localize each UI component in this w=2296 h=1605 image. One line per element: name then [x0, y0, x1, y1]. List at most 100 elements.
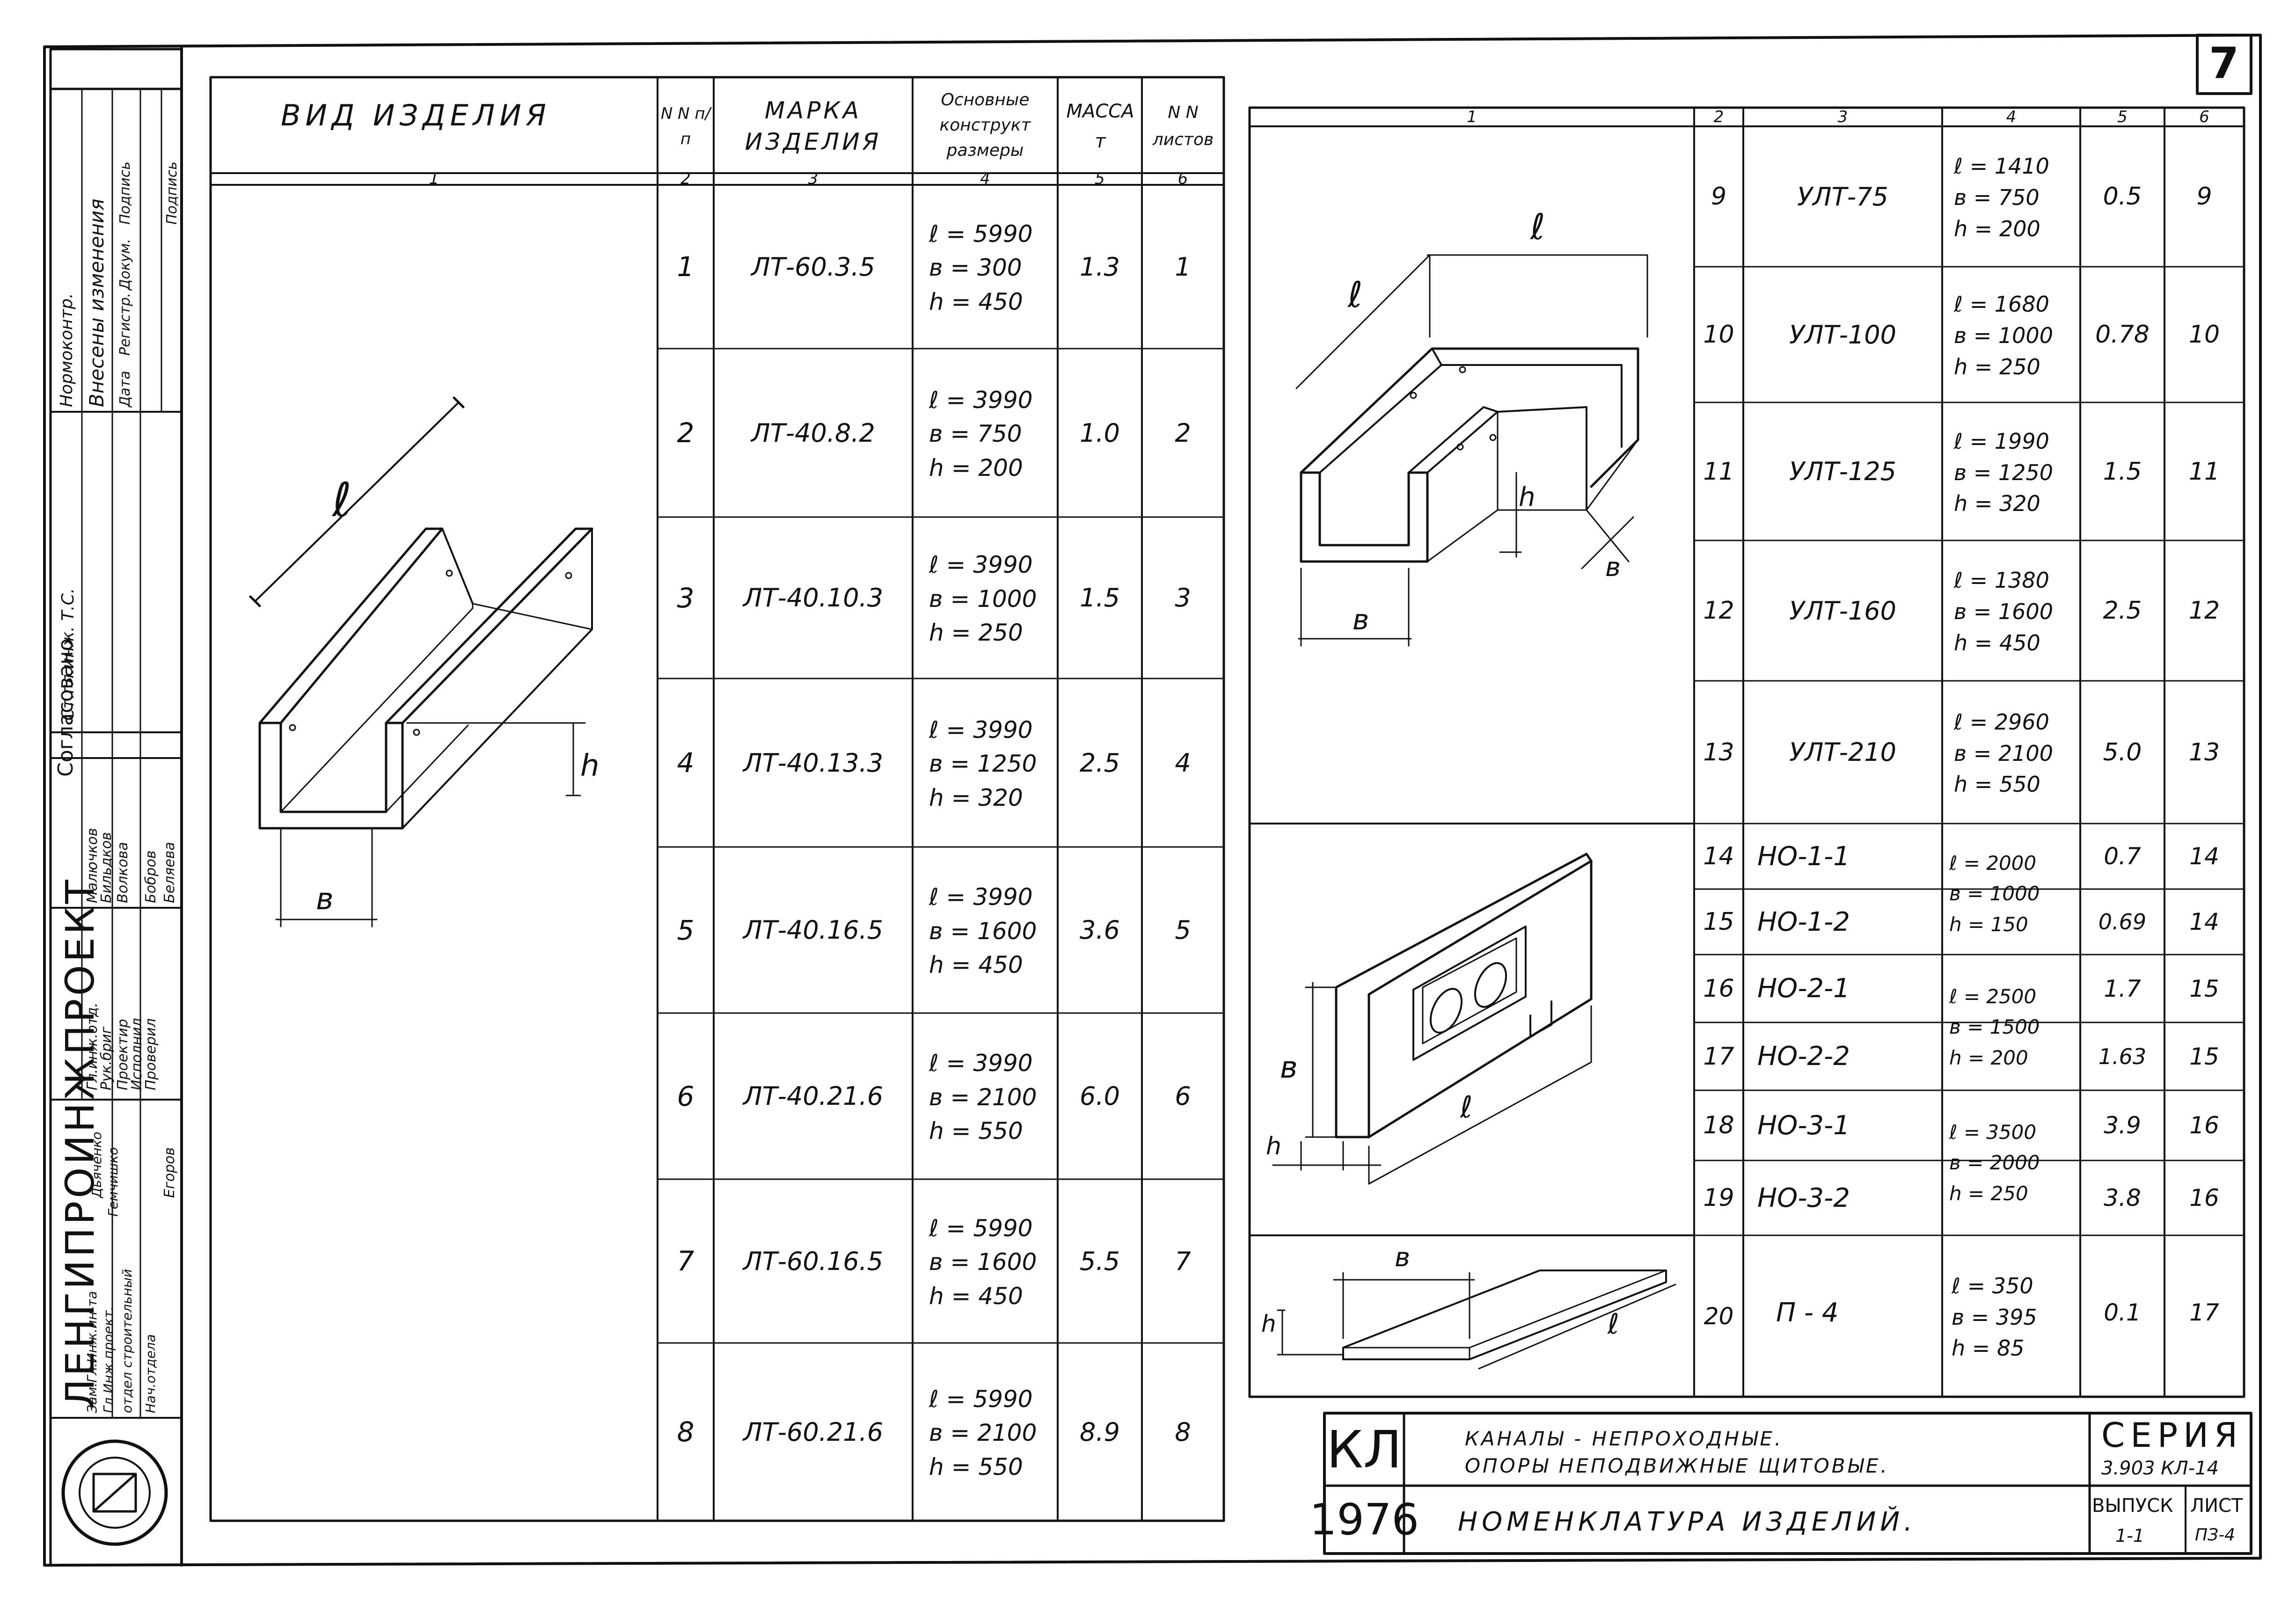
header-view: ВИД ИЗДЕЛИЯ — [281, 98, 551, 132]
row-dims: ℓ = 3990 в = 1600 h = 450 — [929, 849, 1037, 1013]
row-sheet: 4 — [1175, 748, 1191, 778]
title-line1: КАНАЛЫ - НЕПРОХОДНЫЕ. — [1465, 1427, 1784, 1450]
row-sheet: 15 — [2189, 1043, 2219, 1070]
row-mark: НО-1-2 — [1757, 906, 1850, 937]
colnum: 1 — [1467, 108, 1477, 126]
row-mass: 0.5 — [2103, 182, 2142, 211]
dim-b: в = 1600 — [929, 1248, 1037, 1276]
row-dims: ℓ = 1380 в = 1600 h = 450 — [1954, 543, 2053, 681]
dim-l: ℓ = 5990 — [929, 220, 1033, 248]
row-mass: 3.6 — [1080, 915, 1120, 945]
row-sheet: 5 — [1175, 915, 1191, 945]
header-mark: МАРКА ИЗДЕЛИЯ — [745, 96, 882, 156]
drawing-label-b: в — [1280, 1051, 1298, 1085]
row-num: 8 — [677, 1416, 695, 1448]
title-subtitle: НОМЕНКЛАТУРА ИЗДЕЛИЙ. — [1458, 1507, 1916, 1537]
drawing-label-b: в — [316, 882, 334, 917]
row-mass: 3.9 — [2104, 1112, 2141, 1139]
row-mass: 1.7 — [2104, 975, 2141, 1002]
series-value: 3.903 КЛ-14 — [2101, 1458, 2219, 1479]
row-sheet: 6 — [1175, 1081, 1191, 1111]
ho-dims-group-1: ℓ = 2000 в = 1000 h = 150 — [1949, 831, 2040, 957]
row-mark: П - 4 — [1776, 1297, 1839, 1328]
row-mass: 6.0 — [1080, 1081, 1120, 1111]
dim-h: h = 200 — [1949, 1046, 2028, 1069]
stamp-name: Бильдков — [98, 832, 115, 903]
row-num: 16 — [1703, 974, 1734, 1003]
stamp-name: Беляева — [161, 842, 178, 903]
row-mass: 5.0 — [2103, 738, 2142, 766]
dim-b: в = 1600 — [929, 917, 1037, 945]
row-mass: 0.7 — [2104, 843, 2141, 870]
changes-col: Дата — [117, 371, 133, 407]
dim-h: h = 450 — [929, 1282, 1023, 1310]
ho-dims-group-3: ℓ = 3500 в = 2000 h = 250 — [1949, 1097, 2040, 1228]
dim-l: ℓ = 3990 — [929, 716, 1033, 744]
header-dims: Основные конструкт размеры — [939, 90, 1031, 160]
colnum: 6 — [1177, 169, 1188, 188]
dim-h: h = 150 — [1949, 912, 2028, 936]
row-dims: ℓ = 3990 в = 2100 h = 550 — [929, 1015, 1037, 1179]
dim-b: в = 1250 — [1954, 460, 2053, 485]
row-dims: ℓ = 3990 в = 750 h = 200 — [929, 351, 1033, 517]
row-mark: НО-2-1 — [1757, 973, 1850, 1004]
row-sheet: 13 — [2188, 738, 2220, 766]
row-mark: НО-2-2 — [1757, 1041, 1850, 1072]
dim-l: ℓ = 3500 — [1949, 1121, 2037, 1144]
dim-h: h = 450 — [929, 288, 1023, 315]
title-year: 1976 — [1309, 1495, 1419, 1545]
dim-b: в = 1000 — [1949, 882, 2040, 905]
dim-l: ℓ = 1990 — [1954, 428, 2049, 454]
sheet-value: ПЗ-4 — [2195, 1525, 2236, 1545]
row-num: 15 — [1703, 908, 1734, 936]
row-mark: ЛТ-60.16.5 — [743, 1246, 884, 1276]
header-sheets: N N листов — [1152, 103, 1214, 149]
row-mark: ЛТ-40.10.3 — [743, 583, 884, 613]
row-sheet: 14 — [2189, 908, 2219, 935]
row-mass: 0.69 — [2098, 909, 2147, 934]
drawing-label-l: ℓ — [1348, 274, 1363, 315]
stamp-dept: Гл.Инж.проект. — [101, 1306, 116, 1413]
title-line2: ОПОРЫ НЕПОДВИЖНЫЕ ЩИТОВЫЕ. — [1465, 1454, 1889, 1477]
row-num: 4 — [677, 747, 695, 779]
row-sheet: 11 — [2188, 457, 2220, 486]
row-sheet: 14 — [2189, 843, 2219, 870]
row-mass: 1.63 — [2098, 1043, 2147, 1069]
colnum: 3 — [1837, 108, 1848, 126]
row-num: 18 — [1703, 1111, 1734, 1139]
row-mass: 2.5 — [2103, 597, 2142, 625]
drawing-label-l: ℓ — [1608, 1308, 1619, 1341]
dim-l: ℓ = 3990 — [929, 386, 1033, 414]
stamp-dept-name: Гемчишко — [105, 1147, 121, 1217]
dim-b: в = 750 — [929, 420, 1022, 448]
row-num: 17 — [1703, 1042, 1734, 1071]
row-num: 6 — [677, 1080, 695, 1112]
stamp-name: Волкова — [115, 842, 131, 903]
colnum: 2 — [1713, 108, 1724, 126]
dim-l: ℓ = 2500 — [1949, 985, 2037, 1008]
row-num: 1 — [677, 251, 695, 283]
row-num: 20 — [1704, 1302, 1734, 1330]
dim-h: h = 200 — [929, 454, 1023, 481]
dim-b: в = 395 — [1952, 1304, 2037, 1330]
row-mass: 2.5 — [1080, 748, 1120, 778]
row-mass: 1.5 — [1080, 583, 1120, 613]
row-sheet: 8 — [1175, 1417, 1191, 1447]
row-num: 2 — [677, 417, 695, 449]
dim-h: h = 550 — [929, 1117, 1023, 1145]
row-mass: 3.8 — [2104, 1184, 2141, 1211]
stamp-dept: отдел строительный — [119, 1269, 135, 1413]
row-mark: УЛТ-125 — [1789, 457, 1897, 486]
dim-h: h = 450 — [1954, 630, 2040, 656]
dim-l: ℓ = 2000 — [1949, 852, 2037, 875]
sheet-number: 7 — [2209, 38, 2239, 88]
row-sheet: 12 — [2188, 597, 2220, 625]
colnum: 4 — [980, 169, 990, 188]
drawing-label-h: h — [1519, 482, 1536, 512]
row-num: 13 — [1703, 738, 1734, 766]
dim-l: ℓ = 1410 — [1954, 153, 2049, 179]
row-dims: ℓ = 1680 в = 1000 h = 250 — [1954, 269, 2053, 402]
dim-l: ℓ = 1380 — [1954, 568, 2049, 593]
drawing-label-l: ℓ — [1530, 206, 1545, 248]
row-mark: ЛТ-40.21.6 — [743, 1081, 884, 1111]
